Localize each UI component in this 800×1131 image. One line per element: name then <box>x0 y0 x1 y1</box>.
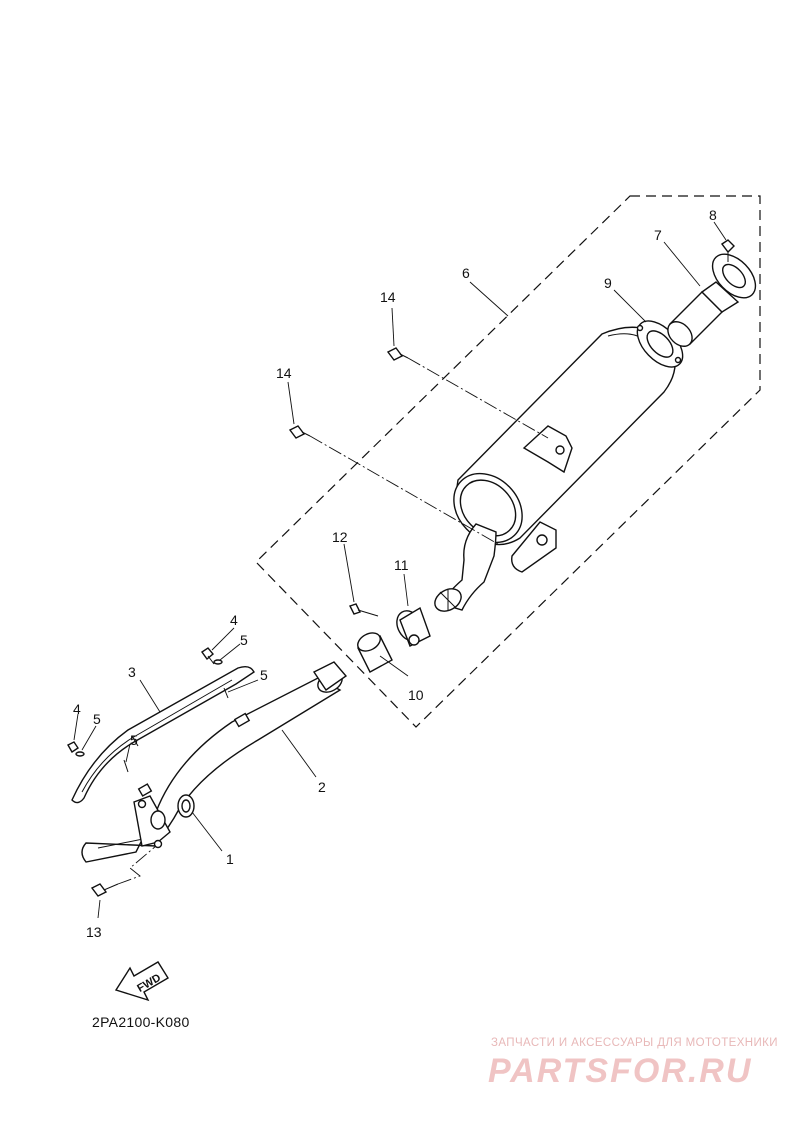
gasket <box>177 794 195 818</box>
callout-5-middle: 5 <box>130 732 138 748</box>
clamp <box>396 606 431 647</box>
washer-5-lower <box>75 751 85 757</box>
exhaust-pipe <box>81 661 348 863</box>
callout-12: 12 <box>332 529 348 545</box>
muffler-inlet-pipe <box>434 523 497 612</box>
callout-5-right: 5 <box>260 667 268 683</box>
callout-4-lower: 4 <box>73 701 81 717</box>
exhaust-flange <box>133 795 171 849</box>
bolt-14-lower <box>288 425 499 545</box>
callout-11: 11 <box>394 557 409 573</box>
callout-7: 7 <box>654 227 662 243</box>
screw-4-upper <box>201 647 215 665</box>
bolt-8 <box>720 239 735 262</box>
bolt-13 <box>90 845 157 897</box>
bolt-12 <box>349 603 379 617</box>
callout-14-upper: 14 <box>380 289 396 305</box>
tail-pipe <box>667 253 757 347</box>
watermark-caption: ЗАПЧАСТИ И АКСЕССУАРЫ ДЛЯ МОТОТЕХНИКИ <box>491 1037 778 1049</box>
muffler-bracket-lower <box>511 521 557 573</box>
forward-arrow-icon: FWD <box>114 961 169 1002</box>
clip-5-right <box>223 687 229 699</box>
muffler-assembly-outline <box>255 195 761 728</box>
callout-14-lower: 14 <box>276 365 292 381</box>
diagram-code: 2PA2100-K080 <box>92 1014 190 1030</box>
callout-6: 6 <box>462 265 470 281</box>
screw-4-lower <box>67 741 79 753</box>
callout-4-upper: 4 <box>230 612 238 628</box>
callout-2: 2 <box>318 779 326 795</box>
callout-5-left: 5 <box>93 711 101 727</box>
bolt-14-upper <box>386 347 549 439</box>
leader-lines <box>73 221 727 919</box>
callout-1: 1 <box>226 851 234 867</box>
washer-5-upper <box>213 659 223 665</box>
tailpipe-gasket <box>636 320 684 368</box>
heat-protector <box>71 665 255 804</box>
callout-9: 9 <box>604 275 612 291</box>
callout-10: 10 <box>408 687 424 703</box>
callout-13: 13 <box>86 924 102 940</box>
watermark-logo: PARTSFOR.RU <box>488 1052 753 1090</box>
callout-5-upper: 5 <box>240 632 248 648</box>
callout-3: 3 <box>128 664 136 680</box>
muffler-bracket-upper <box>522 425 573 474</box>
callout-8: 8 <box>709 207 717 223</box>
joint-sleeve <box>357 632 393 673</box>
clip-5-left <box>123 759 129 773</box>
